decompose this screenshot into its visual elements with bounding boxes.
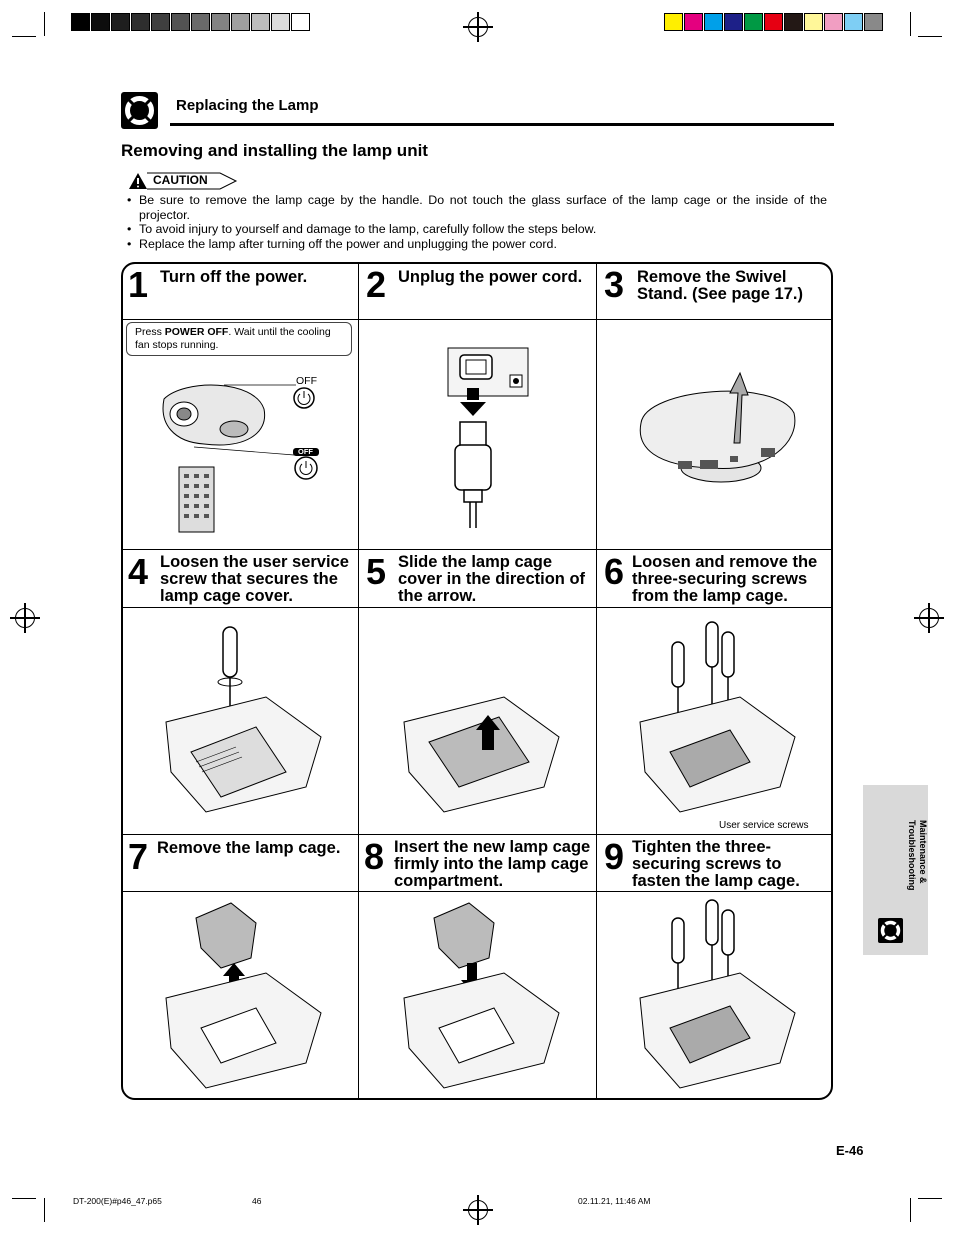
crop-mark (44, 12, 45, 36)
steps-grid (121, 262, 833, 1100)
caution-bullet: To avoid injury to yourself and damage t… (127, 222, 827, 237)
side-tab-label: Maintenance & Troubleshooting (907, 820, 928, 891)
step-text: Insert the new lamp cage firmly into the… (394, 838, 591, 890)
step-text: Loosen the user service screw that secur… (160, 553, 349, 605)
grid-divider (121, 607, 833, 608)
color-swatch (271, 13, 290, 31)
caution-bullet: Be sure to remove the lamp cage by the h… (127, 193, 827, 222)
registration-mark-icon (463, 1195, 493, 1225)
three-screwdrivers-illustration (639, 621, 796, 813)
power-cord-illustration (447, 347, 529, 528)
grid-divider (596, 262, 597, 1100)
color-swatch (231, 13, 250, 31)
step-number: 7 (128, 836, 149, 877)
step-text: Slide the lamp cage cover in the directi… (398, 553, 586, 605)
step-number: 4 (128, 551, 149, 592)
step-text: Tighten the three-securing screws to fas… (632, 838, 800, 890)
grid-divider (121, 891, 833, 892)
registration-mark-icon (10, 603, 40, 633)
step-text: Loosen and remove the three-securing scr… (632, 553, 818, 605)
crop-mark (44, 1198, 45, 1222)
caution-badge (129, 172, 238, 190)
step-number: 5 (366, 551, 387, 592)
crop-mark (12, 36, 36, 37)
projector-and-remote-illustration (162, 384, 319, 533)
color-swatch (744, 13, 763, 31)
note-suffix: . Wait until the cooling fan stops runni… (135, 326, 331, 351)
user-service-screws-label: User service screws (719, 820, 809, 831)
off-remote-label: OFF (298, 447, 313, 456)
crop-mark (918, 36, 942, 37)
step-text: Unplug the power cord. (398, 268, 583, 286)
color-swatch (784, 13, 803, 31)
crop-mark (910, 1198, 911, 1222)
insert-lamp-cage-illustration (403, 902, 560, 1089)
color-swatch (251, 13, 270, 31)
color-swatch (211, 13, 230, 31)
color-swatch (111, 13, 130, 31)
lifebuoy-icon (878, 918, 903, 943)
tighten-screws-illustration (639, 899, 796, 1089)
note-bold: POWER OFF (164, 326, 229, 338)
color-swatch (91, 13, 110, 31)
color-swatch (804, 13, 823, 31)
caution-bullet: Replace the lamp after turning off the p… (127, 237, 827, 252)
registration-mark-icon (463, 12, 493, 42)
color-swatch (724, 13, 743, 31)
section-label: Replacing the Lamp (176, 97, 319, 114)
color-swatch (664, 13, 683, 31)
footer-file: DT-200(E)#p46_47.p65 (73, 1196, 162, 1206)
off-label: OFF (296, 375, 317, 387)
step-number: 3 (604, 264, 625, 305)
screwdriver-cover-illustration (165, 626, 322, 813)
color-swatch (171, 13, 190, 31)
note-prefix: Press (135, 326, 165, 338)
grid-divider (121, 319, 833, 320)
color-swatch (131, 13, 150, 31)
caution-list: Be sure to remove the lamp cage by the h… (127, 193, 827, 251)
color-swatch (191, 13, 210, 31)
header-rule (170, 123, 834, 126)
step-text: Remove the Swivel Stand. (See page 17.) (637, 268, 803, 303)
step1-note: Press POWER OFF. Wait until the cooling … (126, 322, 352, 356)
grid-divider (121, 834, 833, 835)
page-title: Removing and installing the lamp unit (121, 141, 428, 160)
color-swatch (844, 13, 863, 31)
crop-mark (12, 1198, 36, 1199)
swivel-stand-illustration (639, 371, 796, 483)
color-swatch (151, 13, 170, 31)
color-swatch (291, 13, 310, 31)
color-swatch (704, 13, 723, 31)
crop-mark (910, 12, 911, 36)
lifebuoy-icon (121, 92, 158, 129)
registration-mark-icon (914, 603, 944, 633)
step-number: 8 (364, 836, 385, 877)
step-number: 2 (366, 264, 387, 305)
grid-divider (121, 549, 833, 550)
grid-divider (358, 262, 359, 1100)
color-swatch (684, 13, 703, 31)
step-number: 1 (128, 264, 149, 305)
step-number: 6 (604, 551, 625, 592)
footer-page: 46 (252, 1196, 262, 1206)
caution-label: CAUTION (153, 173, 208, 187)
step-text: Turn off the power. (160, 268, 308, 286)
color-swatch (764, 13, 783, 31)
step-number: 9 (604, 836, 625, 877)
slide-cover-illustration (403, 696, 560, 813)
step-text: Remove the lamp cage. (157, 839, 341, 857)
color-swatch (824, 13, 843, 31)
remove-lamp-cage-illustration (165, 902, 322, 1089)
color-swatch (864, 13, 883, 31)
crop-mark (918, 1198, 942, 1199)
page-number: E-46 (836, 1143, 864, 1158)
footer-date: 02.11.21, 11:46 AM (578, 1196, 651, 1206)
color-swatch (71, 13, 90, 31)
